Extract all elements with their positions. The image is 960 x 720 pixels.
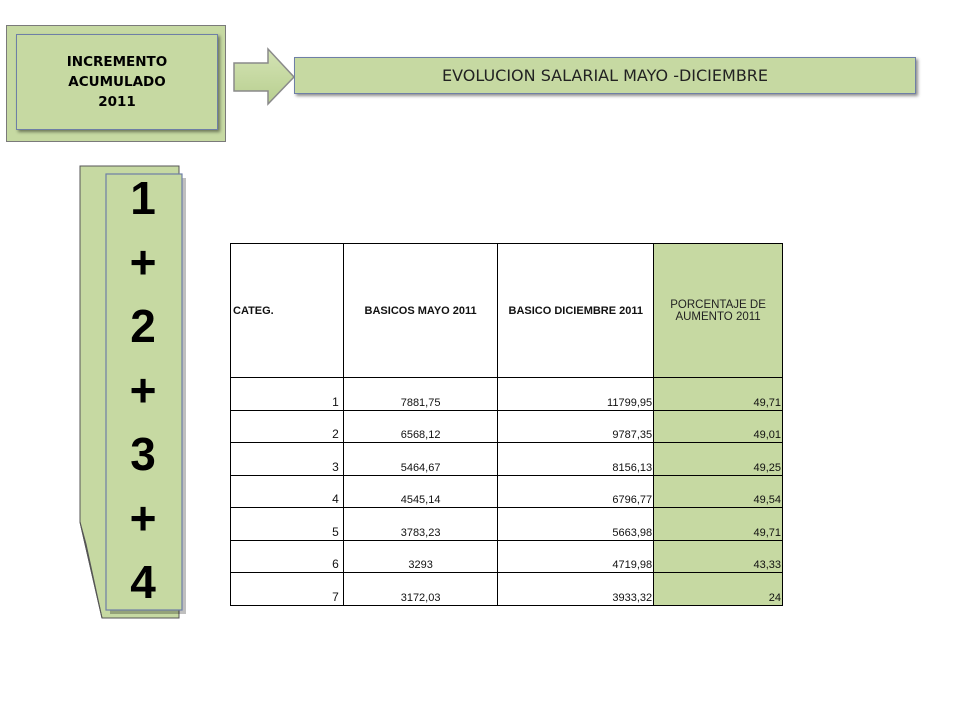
page-title: EVOLUCION SALARIAL MAYO -DICIEMBRE	[294, 57, 916, 94]
table-row: 3 5464,67 8156,13 49,25	[230, 442, 783, 476]
formula-plus-1: +	[129, 236, 157, 288]
folded-page-icon	[79, 165, 186, 619]
cell-mayo: 3293	[342, 540, 499, 573]
cell-categ: 3	[230, 442, 344, 476]
formula-term-1: 1	[130, 172, 156, 224]
cell-diciembre: 5663,98	[497, 507, 655, 541]
cell-mayo: 7881,75	[342, 377, 499, 411]
header-mayo: BASICOS MAYO 2011	[342, 243, 499, 378]
cell-porcentaje: 24	[653, 572, 783, 606]
formula-plus-3: +	[129, 492, 157, 544]
cell-mayo: 3172,03	[342, 572, 499, 606]
header-diciembre: BASICO DICIEMBRE 2011	[497, 243, 655, 378]
incremento-line-3: 2011	[98, 94, 136, 110]
cell-diciembre: 6796,77	[497, 475, 655, 508]
cell-categ: 5	[230, 507, 344, 541]
table-row: 7 3172,03 3933,32 24	[230, 572, 783, 606]
table-row: 4 4545,14 6796,77 49,54	[230, 475, 783, 508]
cell-porcentaje: 49,01	[653, 410, 783, 443]
cell-porcentaje: 43,33	[653, 540, 783, 573]
cell-porcentaje: 49,25	[653, 442, 783, 476]
cell-categ: 4	[230, 475, 344, 508]
cell-diciembre: 9787,35	[497, 410, 655, 443]
formula-column: 1 + 2 + 3 + 4	[108, 175, 178, 605]
page-title-text: EVOLUCION SALARIAL MAYO -DICIEMBRE	[441, 66, 769, 85]
cell-mayo: 4545,14	[342, 475, 499, 508]
salary-table: CATEG. BASICOS MAYO 2011 BASICO DICIEMBR…	[230, 243, 783, 606]
cell-diciembre: 3933,32	[497, 572, 655, 606]
header-porcentaje: PORCENTAJE DE AUMENTO 2011	[653, 243, 783, 378]
cell-porcentaje: 49,71	[653, 377, 783, 411]
cell-porcentaje: 49,54	[653, 475, 783, 508]
cell-diciembre: 4719,98	[497, 540, 655, 573]
cell-diciembre: 11799,95	[497, 377, 655, 411]
cell-categ: 6	[230, 540, 344, 573]
cell-mayo: 5464,67	[342, 442, 499, 476]
cell-porcentaje: 49,71	[653, 507, 783, 541]
cell-diciembre: 8156,13	[497, 442, 655, 476]
cell-categ: 1	[230, 377, 344, 411]
right-arrow-icon	[233, 47, 296, 106]
cell-mayo: 6568,12	[342, 410, 499, 443]
incremento-line-2: ACUMULADO	[68, 74, 166, 90]
formula-plus-2: +	[129, 364, 157, 416]
table-row: 2 6568,12 9787,35 49,01	[230, 410, 783, 443]
incremento-box: INCREMENTO ACUMULADO 2011	[16, 34, 218, 130]
formula-term-4: 4	[130, 556, 156, 608]
cell-categ: 7	[230, 572, 344, 606]
cell-mayo: 3783,23	[342, 507, 499, 541]
header-categ: CATEG.	[230, 243, 344, 378]
formula-term-2: 2	[130, 300, 156, 352]
incremento-line-1: INCREMENTO	[66, 54, 168, 70]
table-row: 1 7881,75 11799,95 49,71	[230, 377, 783, 411]
cell-categ: 2	[230, 410, 344, 443]
table-row: 5 3783,23 5663,98 49,71	[230, 507, 783, 541]
formula-term-3: 3	[130, 428, 156, 480]
table-header-row: CATEG. BASICOS MAYO 2011 BASICO DICIEMBR…	[230, 243, 783, 378]
table-row: 6 3293 4719,98 43,33	[230, 540, 783, 573]
